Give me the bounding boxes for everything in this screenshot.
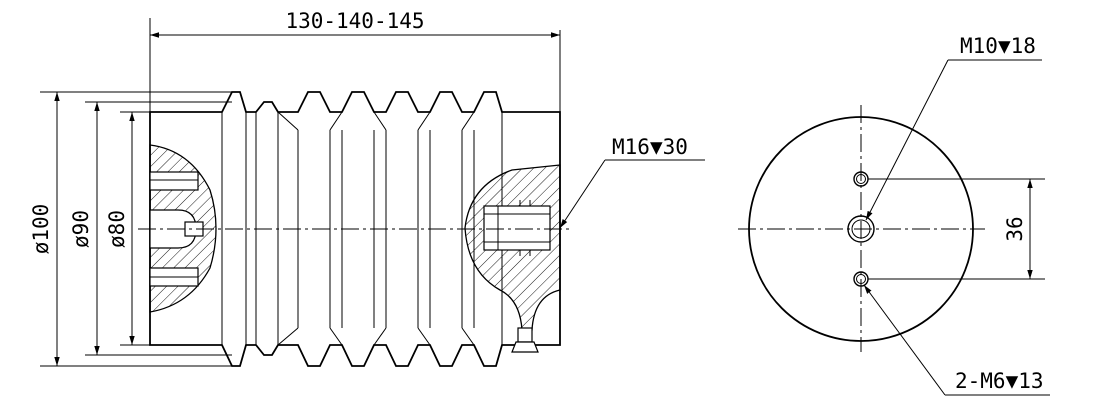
length-label: 130-140-145 [285, 9, 424, 33]
thread-side-label: 2-M6▼13 [955, 369, 1044, 393]
m6-leader [863, 284, 946, 396]
m16-leader [559, 159, 606, 229]
dia-outer-label: ø100 [29, 204, 53, 255]
shed-lines [221, 111, 503, 346]
dia-inner-label: ø80 [105, 210, 129, 248]
thread-center-label: M10▼18 [960, 34, 1036, 58]
side-screw [511, 327, 539, 353]
right-thread-hole [483, 200, 551, 256]
dia-mid-label: ø90 [69, 210, 93, 248]
thread-end-label: M16▼30 [612, 135, 688, 159]
side-view [40, 18, 705, 367]
center-hole [847, 215, 875, 243]
depth-symbol: ▼ [1006, 369, 1019, 393]
m10-leader [865, 59, 949, 221]
end-view [738, 59, 1050, 396]
depth-symbol: ▼ [650, 135, 663, 159]
depth-symbol: ▼ [998, 34, 1011, 58]
insulator-outline [149, 91, 561, 367]
spacing-label: 36 [1003, 216, 1027, 241]
